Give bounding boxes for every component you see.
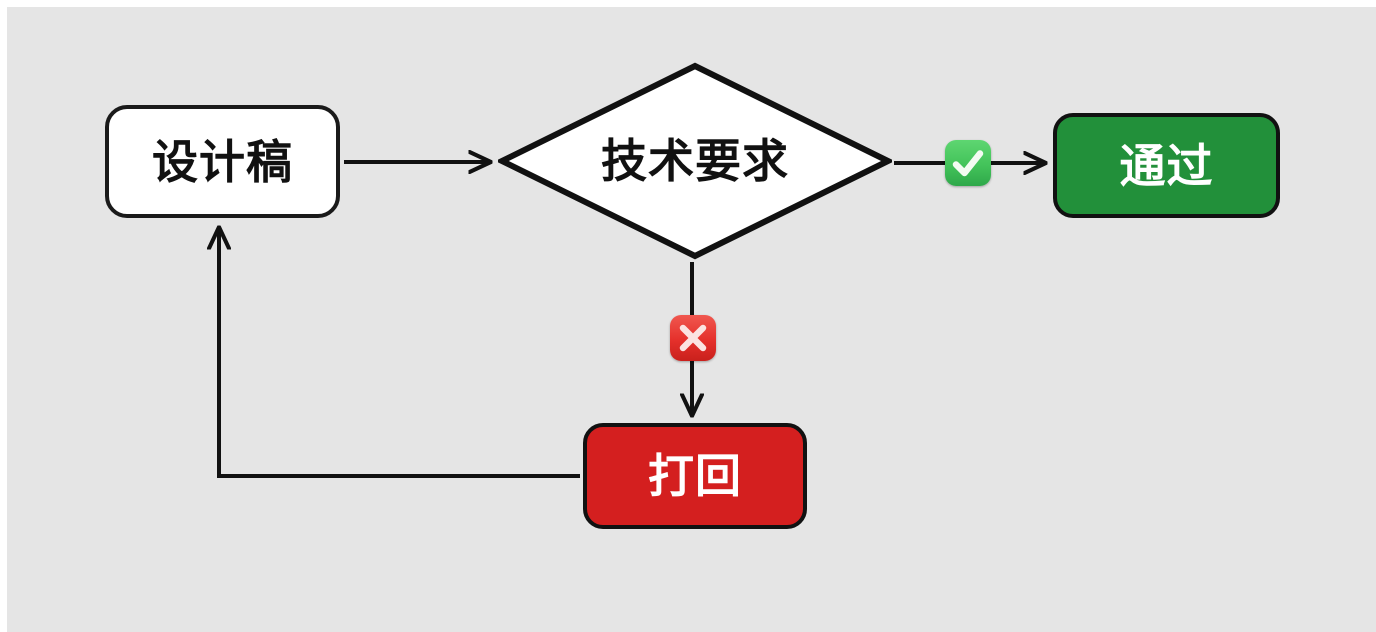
edge-reject-to-design bbox=[219, 228, 580, 478]
diamond-shape bbox=[498, 62, 892, 260]
white-heavy-check-mark-icon bbox=[945, 140, 991, 186]
diagram-stage: 设计稿 技术要求 通过 打回 bbox=[7, 7, 1376, 632]
cross-mark-button-icon bbox=[670, 315, 716, 361]
node-pass-label: 通过 bbox=[1119, 138, 1214, 193]
edge-layer bbox=[7, 7, 1376, 478]
node-decision[interactable]: 技术要求 bbox=[498, 62, 892, 260]
node-design[interactable]: 设计稿 bbox=[105, 105, 340, 218]
node-reject[interactable]: 打回 bbox=[583, 423, 807, 529]
diagram-canvas: 设计稿 技术要求 通过 打回 bbox=[7, 7, 1376, 632]
node-pass[interactable]: 通过 bbox=[1053, 113, 1280, 218]
node-reject-label: 打回 bbox=[648, 449, 742, 503]
node-decision-label: 技术要求 bbox=[601, 134, 789, 188]
node-design-label: 设计稿 bbox=[152, 134, 293, 189]
